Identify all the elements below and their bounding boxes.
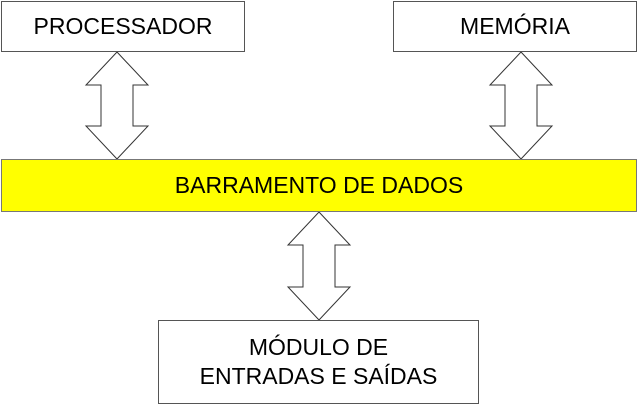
arrow-bus-io bbox=[286, 211, 352, 321]
memory-label: MEMÓRIA bbox=[460, 13, 570, 40]
memory-box: MEMÓRIA bbox=[393, 1, 637, 52]
processor-box: PROCESSADOR bbox=[1, 1, 245, 52]
io-module-box: MÓDULO DE ENTRADAS E SAÍDAS bbox=[158, 320, 479, 404]
processor-label: PROCESSADOR bbox=[33, 13, 213, 40]
data-bus-label: BARRAMENTO DE DADOS bbox=[174, 172, 464, 199]
io-module-label-line-1: MÓDULO DE bbox=[248, 334, 389, 361]
arrow-memory-bus bbox=[488, 51, 554, 160]
arrow-processor-bus bbox=[84, 51, 150, 160]
io-module-label-line-2: ENTRADAS E SAÍDAS bbox=[199, 363, 438, 389]
data-bus-box: BARRAMENTO DE DADOS bbox=[1, 159, 637, 212]
